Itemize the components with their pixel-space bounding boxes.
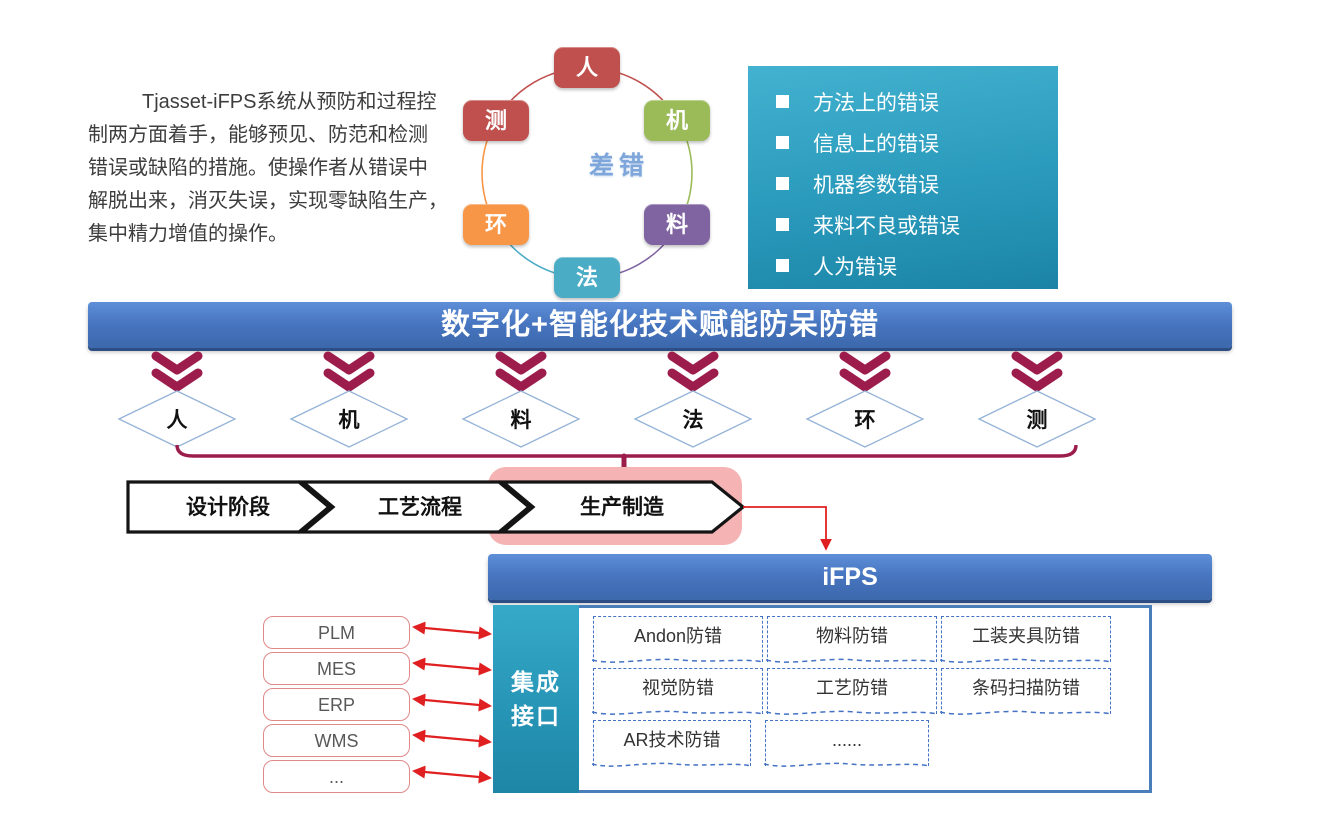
factor-diamond	[117, 390, 237, 448]
wavy-bottom-edge	[766, 658, 938, 663]
system-box-erp: ERP	[263, 688, 410, 721]
factor-label: 机	[339, 408, 360, 432]
factor-diamond	[289, 390, 409, 448]
error-item-label: 机器参数错误	[813, 173, 939, 197]
square-bullet-icon	[776, 177, 789, 190]
module-box: 工装夹具防错	[940, 616, 1112, 663]
error-item: 信息上的错误	[748, 122, 1058, 163]
ifps-banner: iFPS	[488, 554, 1212, 600]
square-bullet-icon	[776, 136, 789, 149]
system-box-mes: MES	[263, 652, 410, 685]
wavy-bottom-edge	[766, 710, 938, 715]
gather-bracket	[175, 444, 1078, 458]
wavy-bottom-edge	[592, 658, 764, 663]
module-box: Andon防错	[592, 616, 764, 663]
process-stage-shape	[298, 480, 532, 534]
double-arrow	[412, 729, 492, 748]
system-box-more: ...	[263, 760, 410, 793]
module-label: 工艺防错	[816, 678, 888, 698]
factor-label: 料	[511, 408, 532, 432]
error-item: 机器参数错误	[748, 163, 1058, 204]
error-item-label: 人为错误	[813, 255, 897, 279]
module-label: 工装夹具防错	[972, 626, 1080, 646]
process-stage-shape	[498, 480, 746, 534]
ifps-banner-title: iFPS	[822, 563, 878, 591]
module-label: AR技术防错	[623, 730, 721, 750]
error-item: 方法上的错误	[748, 81, 1058, 122]
cause-node-huan: 环	[463, 204, 529, 245]
interface-label-line: 集成	[511, 669, 561, 695]
double-chevron-down-icon	[839, 351, 891, 392]
module-box: 视觉防错	[592, 668, 764, 715]
square-bullet-icon	[776, 218, 789, 231]
module-box: 工艺防错	[766, 668, 938, 715]
factor-diamond	[633, 390, 753, 448]
factor-diamond	[805, 390, 925, 448]
integration-interface-box: 集成 接口	[493, 605, 579, 793]
error-item-label: 来料不良或错误	[813, 214, 960, 238]
intro-line: 解脱出来，消灭失误，实现零缺陷生产，	[88, 190, 448, 212]
double-chevron-down-icon	[667, 351, 719, 392]
error-item-label: 方法上的错误	[813, 91, 939, 115]
factor-label: 法	[683, 408, 704, 432]
process-stage-label: 设计阶段	[186, 495, 270, 519]
factor-diamond	[461, 390, 581, 448]
double-chevron-down-icon	[495, 351, 547, 392]
module-label: 视觉防错	[642, 678, 714, 698]
wavy-bottom-edge	[940, 710, 1112, 715]
integration-arrows	[412, 621, 492, 784]
mid-diagram: 人 机 料 法 环 测 设计阶段 工艺流程 生产制造	[117, 351, 1097, 551]
module-label: 物料防错	[816, 626, 888, 646]
intro-line: Tjasset-iFPS系统从预防和过程控	[142, 91, 437, 113]
square-bullet-icon	[776, 95, 789, 108]
wavy-bottom-edge	[940, 658, 1112, 663]
intro-line: 集中精力增值的操作。	[88, 223, 288, 245]
module-box: ......	[764, 720, 930, 767]
main-banner-title: 数字化+智能化技术赋能防呆防错	[441, 309, 879, 341]
intro-line: 错误或缺陷的措施。使操作者从错误中	[88, 157, 428, 179]
double-arrow	[412, 693, 492, 712]
flow-to-ifps-arrow	[743, 506, 832, 551]
double-arrow	[412, 657, 492, 676]
factor-label: 测	[1027, 408, 1048, 432]
cause-node-ce: 测	[463, 100, 529, 141]
error-item: 来料不良或错误	[748, 204, 1058, 245]
process-stage-shape	[126, 480, 332, 534]
module-label: ......	[831, 730, 862, 750]
module-box: 条码扫描防错	[940, 668, 1112, 715]
system-box-wms: WMS	[263, 724, 410, 757]
square-bullet-icon	[776, 259, 789, 272]
circle-center-label: 差错	[588, 152, 649, 180]
module-label: 条码扫描防错	[972, 678, 1080, 698]
factor-label: 人	[167, 408, 188, 432]
process-stage-label: 生产制造	[580, 495, 665, 519]
interface-label-line: 接口	[511, 703, 561, 729]
cause-node-liao: 料	[644, 204, 710, 245]
wavy-bottom-edge	[592, 710, 764, 715]
error-item: 人为错误	[748, 245, 1058, 286]
intro-paragraph: Tjasset-iFPS系统从预防和过程控 制两方面着手，能够预见、防范和检测 …	[88, 86, 478, 251]
intro-line: 制两方面着手，能够预见、防范和检测	[88, 124, 428, 146]
wavy-bottom-edge	[764, 762, 930, 767]
cause-node-ren: 人	[554, 47, 620, 88]
main-banner: 数字化+智能化技术赋能防呆防错	[88, 302, 1232, 348]
error-item-label: 信息上的错误	[813, 132, 939, 156]
double-chevron-down-icon	[151, 351, 203, 392]
module-label: Andon防错	[633, 626, 723, 646]
module-box: AR技术防错	[592, 720, 752, 767]
wavy-bottom-edge	[592, 762, 752, 767]
factor-diamond	[977, 390, 1097, 448]
error-types-panel: 方法上的错误 信息上的错误 机器参数错误 来料不良或错误 人为错误	[748, 66, 1058, 289]
process-stage-label: 工艺流程	[378, 495, 462, 519]
double-chevron-down-icon	[323, 351, 375, 392]
system-box-plm: PLM	[263, 616, 410, 649]
module-box: 物料防错	[766, 616, 938, 663]
cause-node-fa: 法	[554, 257, 620, 298]
cause-node-ji: 机	[644, 100, 710, 141]
double-chevron-down-icon	[1011, 351, 1063, 392]
double-arrow	[412, 765, 492, 784]
factor-label: 环	[855, 408, 876, 432]
double-arrow	[412, 621, 492, 640]
